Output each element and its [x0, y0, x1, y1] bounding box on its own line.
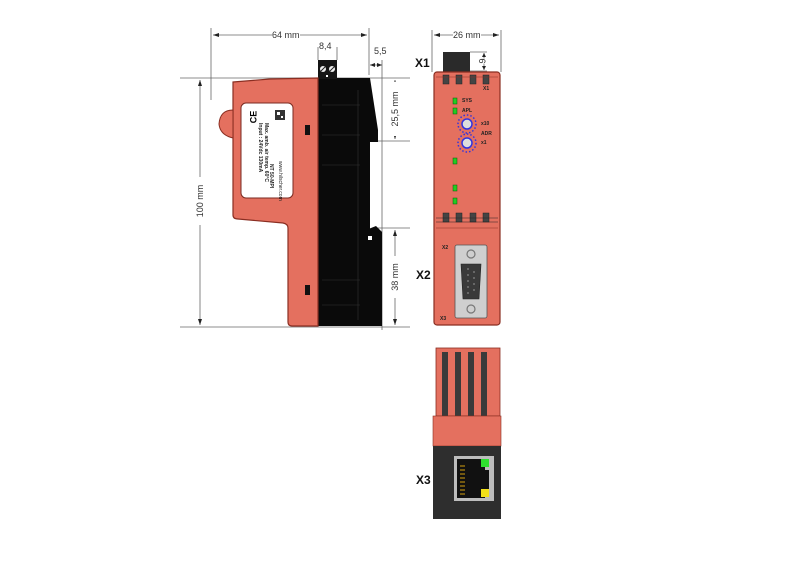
small-label-x1: X1 — [483, 86, 490, 92]
connector-label-x3: X3 — [416, 473, 431, 487]
rotary-label-x10: x10 — [481, 121, 490, 127]
led-label-apl: APL — [462, 108, 472, 114]
connector-label-x2: X2 — [416, 268, 431, 282]
ce-mark: CE — [248, 110, 259, 124]
led-label-sys: SYS — [462, 98, 473, 104]
small-label-x2: X2 — [442, 245, 449, 251]
dim-height-100: 100 mm — [195, 177, 205, 225]
x1-terminal-side — [318, 60, 337, 79]
front-housing — [433, 52, 501, 326]
dim-upper-25-5: 25,5 mm — [390, 82, 400, 136]
rotary-label-adr: ADR — [481, 131, 492, 137]
dim-width-64: 64 mm — [272, 30, 300, 40]
side-red-housing — [218, 77, 319, 327]
rotary-label-x1: x1 — [481, 140, 487, 146]
small-label-x3: X3 — [440, 316, 447, 322]
rotary-switch-x1 — [457, 133, 477, 153]
dim-terminal-8-4: 8,4 — [319, 41, 332, 51]
label-model: NT 50-MPI — [268, 164, 274, 189]
dim-lower-38: 38 mm — [390, 256, 400, 298]
rotary-switch-x10 — [457, 114, 477, 134]
dim-front-width-26: 26 mm — [453, 30, 481, 40]
bottom-housing — [432, 347, 502, 519]
dim-x1-height-9: 9 — [477, 58, 488, 64]
connector-label-x1: X1 — [415, 56, 430, 70]
side-black-section — [318, 78, 382, 326]
label-url: www.hilscher.com — [277, 161, 283, 201]
rj45-connector — [454, 456, 494, 501]
db9-connector — [454, 244, 488, 319]
dim-offset-5-5: 5,5 — [374, 46, 387, 56]
